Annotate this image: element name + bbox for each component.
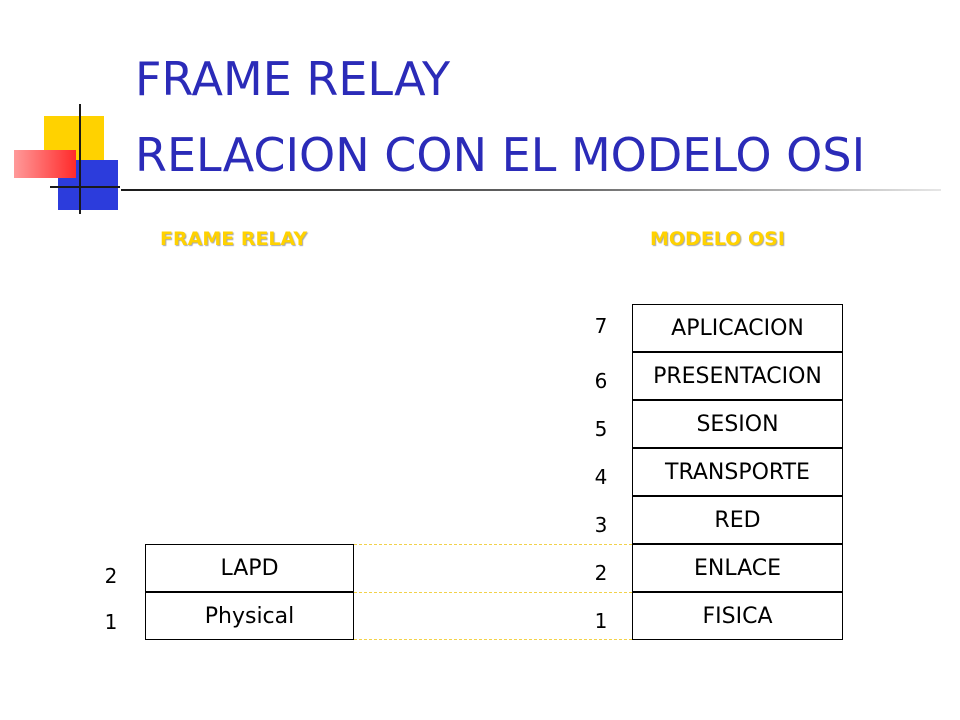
osi-layer-5: SESION	[632, 400, 843, 448]
connector-bottom	[354, 639, 632, 640]
frame-relay-number-1: 1	[104, 610, 118, 634]
osi-number-1: 1	[594, 609, 608, 633]
osi-layer-6: PRESENTACION	[632, 352, 843, 400]
frame-relay-number-2: 2	[104, 564, 118, 588]
osi-layer-4: TRANSPORTE	[632, 448, 843, 496]
osi-layer-3: RED	[632, 496, 843, 544]
osi-layer-2: ENLACE	[632, 544, 843, 592]
connector-top	[354, 544, 632, 545]
frame-relay-heading: FRAME RELAY	[160, 228, 308, 250]
osi-number-4: 4	[594, 465, 608, 489]
frame-relay-layer-2: LAPD	[145, 544, 354, 592]
logo-horizontal-line	[50, 186, 120, 188]
connector-middle	[354, 592, 632, 593]
title-underline	[121, 189, 941, 191]
osi-layer-7: APLICACION	[632, 304, 843, 352]
logo-vertical-line	[79, 104, 81, 214]
slide-title-line-1: FRAME RELAY	[135, 52, 451, 106]
osi-number-5: 5	[594, 417, 608, 441]
osi-number-2: 2	[594, 561, 608, 585]
osi-number-7: 7	[594, 314, 608, 338]
slide-title-line-2: RELACION CON EL MODELO OSI	[135, 128, 866, 182]
osi-layer-1: FISICA	[632, 592, 843, 640]
frame-relay-layer-1: Physical	[145, 592, 354, 640]
logo-red-bar	[14, 150, 76, 178]
osi-number-3: 3	[594, 513, 608, 537]
osi-heading: MODELO OSI	[650, 228, 785, 250]
osi-number-6: 6	[594, 369, 608, 393]
